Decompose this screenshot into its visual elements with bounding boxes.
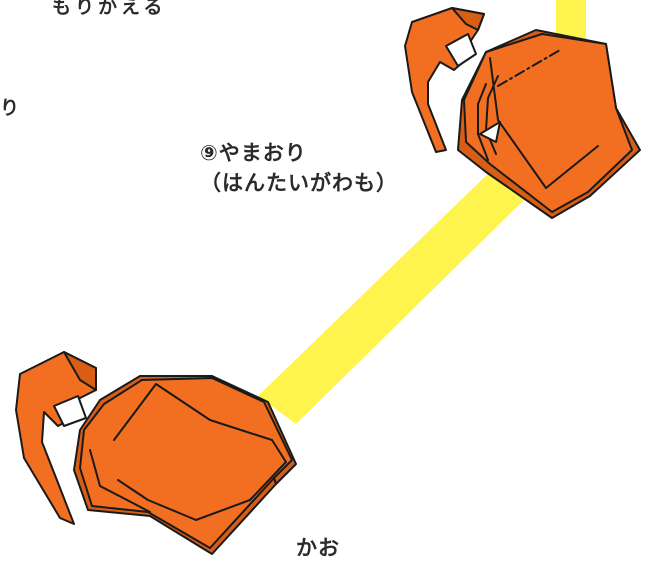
step-title: ⑨やまおり — [200, 141, 307, 165]
body-lower-main — [79, 377, 293, 549]
body-lower-rim — [273, 477, 277, 485]
body-upper-inner-curve — [477, 83, 489, 161]
text-fragment-left: り — [0, 97, 20, 119]
step-instruction: ⑨やまおり （はんたいがわも） — [200, 138, 398, 198]
body-lower-fold-edge — [89, 449, 151, 513]
face-label: かお — [296, 536, 340, 560]
body-upper-inner-curve-2 — [485, 75, 499, 155]
claw-upper-gap — [445, 33, 477, 67]
origami-crab-upper — [404, 7, 641, 219]
claw-upper-tip — [451, 7, 485, 31]
step-subtitle: （はんたいがわも） — [200, 171, 398, 195]
body-upper-main — [463, 33, 633, 213]
claw-lower-gap — [53, 395, 87, 427]
body-upper-fold-line — [489, 57, 599, 189]
ribbon-diagonal-strip — [258, 168, 530, 424]
claw-lower-tip — [63, 351, 97, 391]
body-lower-inner-panel — [113, 383, 287, 521]
text-fragment-top: もりかえる — [52, 0, 167, 18]
valley-fold-dashed-line — [497, 49, 561, 87]
origami-crab-lower — [15, 351, 297, 555]
fold-arrow-head — [479, 121, 501, 143]
